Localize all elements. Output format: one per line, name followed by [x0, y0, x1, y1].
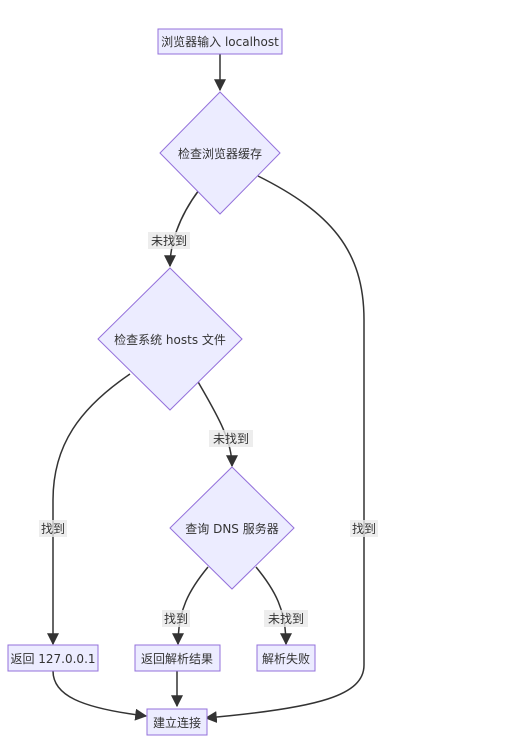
node-query-dns: 查询 DNS 服务器 — [169, 466, 295, 590]
node-return-resolved: 返回解析结果 — [134, 644, 221, 672]
node-check-cache: 检查浏览器缓存 — [159, 91, 281, 215]
edge-cache-to-connect — [204, 175, 365, 724]
node-return-localhost: 返回 127.0.0.1 — [7, 644, 99, 672]
node-browser-input-label: 浏览器输入 localhost — [161, 34, 279, 49]
edge-label-dns-found-text: 找到 — [164, 612, 188, 626]
edge-label-dns-found: 找到 — [162, 610, 190, 627]
edge-dns-to-resolved — [172, 566, 209, 646]
edge-label-cache-not-found-text: 未找到 — [151, 234, 187, 248]
edge-label-hosts-not-found: 未找到 — [209, 430, 253, 447]
edges — [47, 54, 365, 724]
edge-cache-to-hosts — [164, 189, 200, 268]
edge-label-dns-not-found-text: 未找到 — [268, 612, 304, 626]
node-resolve-fail-label: 解析失败 — [262, 651, 310, 666]
edge-hosts-to-localhost — [47, 373, 131, 646]
edge-label-hosts-found-text: 找到 — [41, 522, 65, 536]
node-return-resolved-label: 返回解析结果 — [141, 652, 213, 666]
edge-label-cache-found-text: 找到 — [352, 522, 376, 536]
edge-localhost-to-connect — [52, 670, 148, 721]
node-check-hosts-label: 检查系统 hosts 文件 — [114, 332, 226, 347]
edge-hosts-to-dns — [196, 379, 238, 468]
node-establish-connection: 建立连接 — [146, 708, 208, 736]
edge-label-cache-found: 找到 — [350, 520, 378, 537]
edge-label-hosts-not-found-text: 未找到 — [213, 432, 249, 446]
node-check-cache-label: 检查浏览器缓存 — [178, 146, 262, 161]
edge-label-hosts-found: 找到 — [39, 520, 67, 537]
edge-dns-to-fail — [255, 566, 292, 646]
edge-label-dns-not-found: 未找到 — [264, 610, 308, 627]
node-return-localhost-label: 返回 127.0.0.1 — [10, 652, 95, 666]
node-establish-connection-label: 建立连接 — [153, 715, 201, 730]
node-check-hosts: 检查系统 hosts 文件 — [97, 267, 243, 411]
node-resolve-fail: 解析失败 — [256, 644, 316, 672]
node-browser-input: 浏览器输入 localhost — [157, 28, 283, 55]
node-query-dns-label: 查询 DNS 服务器 — [185, 521, 278, 536]
edge-label-cache-not-found: 未找到 — [148, 232, 190, 249]
